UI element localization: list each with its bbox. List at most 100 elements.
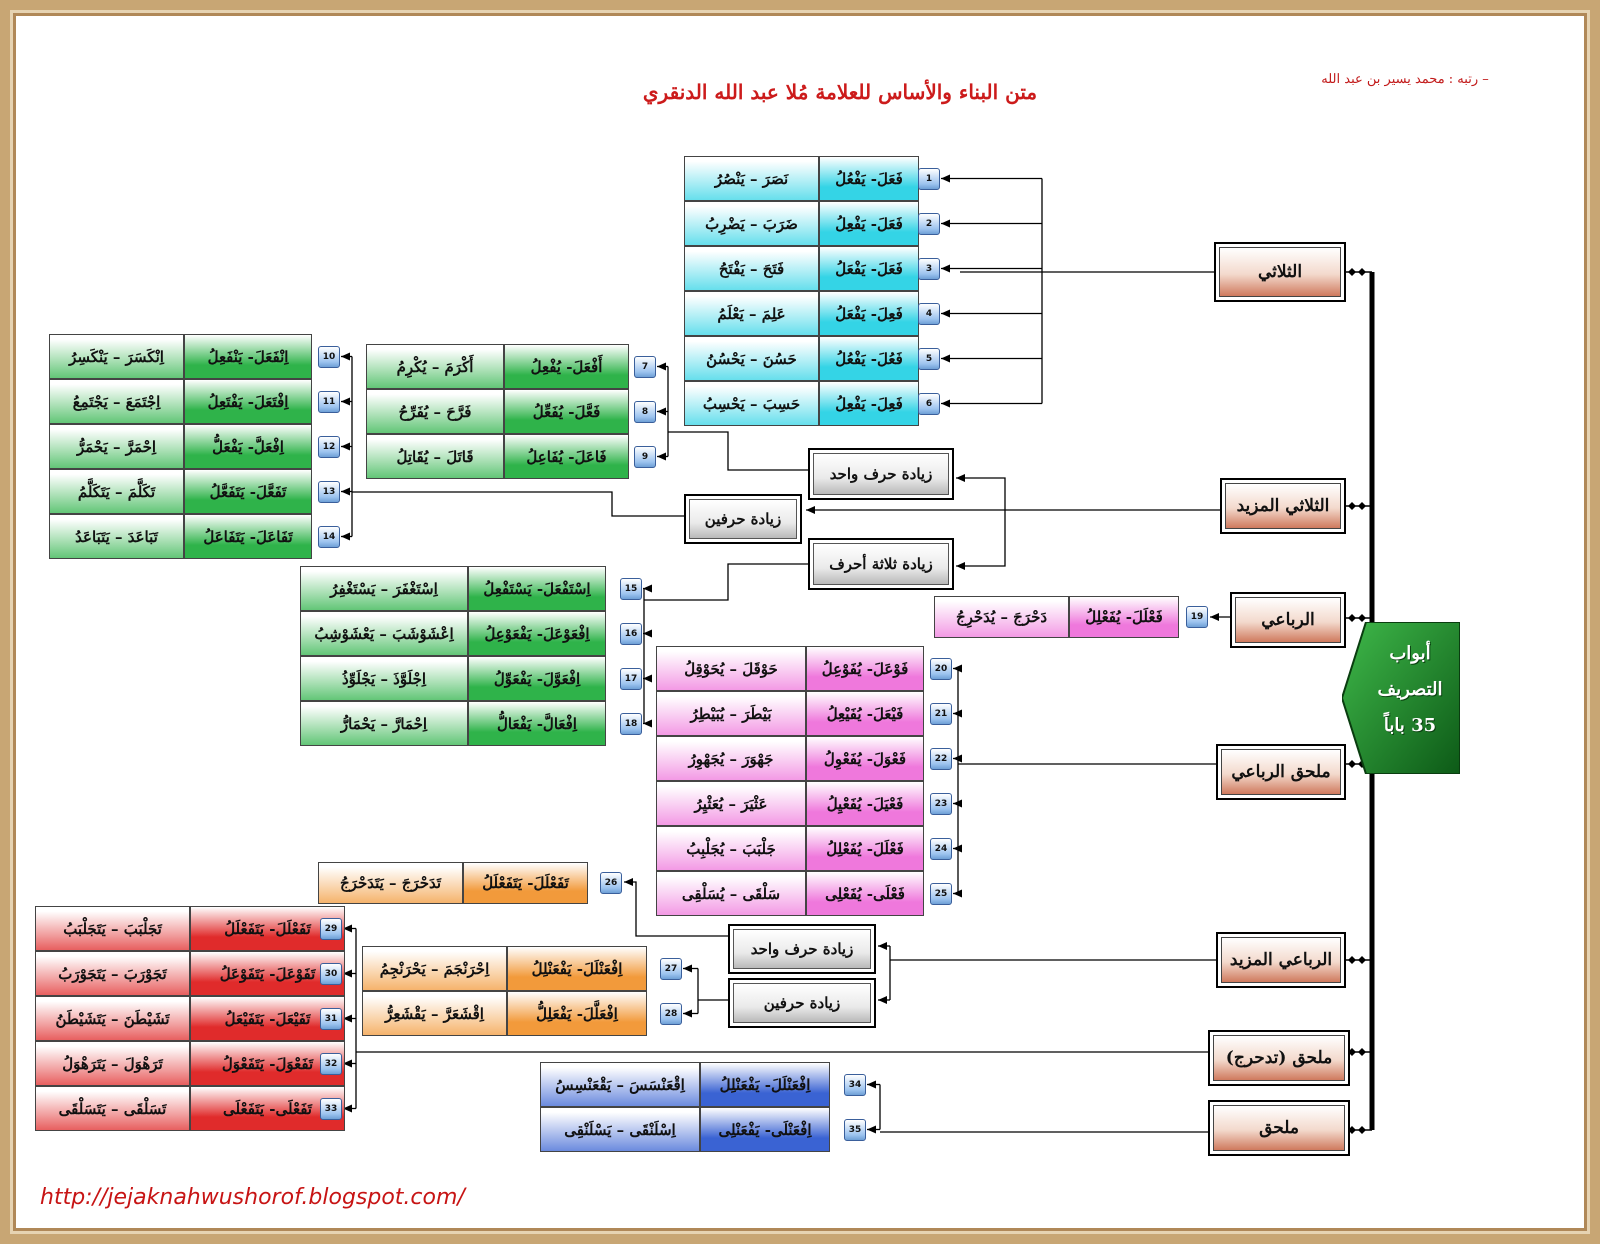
row-number-badge: 8 <box>634 400 656 423</box>
pattern-cell: تَفَعْلَلَ- يَتَفَعْلَلُ <box>190 906 345 951</box>
subcategory-three-letters[interactable]: زيادة ثلاثة أحرف <box>808 538 954 590</box>
example-cell: اِقْعَنْسَسَ – يَقْعَنْسِسُ <box>540 1062 700 1107</box>
row-number-badge: 3 <box>918 257 940 280</box>
example-cell: جَلْبَبَ – يُجَلْبِبُ <box>656 826 806 871</box>
pattern-cell: فَعَلَ- يَفْعُلُ <box>819 156 919 201</box>
category-rubai-mazid[interactable]: الرباعي المزيد <box>1216 932 1346 988</box>
row-number-badge: 25 <box>930 882 952 905</box>
pattern-cell: تَفَعْلَى- يَتَفَعْلَى <box>190 1086 345 1131</box>
pattern-cell: اِفْعَوَّلَ- يَفْعَوِّلُ <box>468 656 606 701</box>
pattern-cell: اِفْعَنْلَى- يَفْعَنْلِى <box>700 1107 830 1152</box>
example-cell: عَلِمَ – يَعْلَمُ <box>684 291 819 336</box>
example-cell: اِنْكَسَرَ – يَنْكَسِرُ <box>49 334 184 379</box>
row-number-badge: 31 <box>320 1007 342 1030</box>
pattern-cell: اِفْعَلَّ- يَفْعَلُّ <box>184 424 312 469</box>
category-thulathi[interactable]: الثلاثي <box>1214 242 1346 302</box>
row-number-badge: 30 <box>320 962 342 985</box>
main-box-line-2: التصريف <box>1377 679 1443 700</box>
subcategory-two-letters[interactable]: زيادة حرفين <box>684 494 802 544</box>
category-mulhaq-rubai[interactable]: ملحق الرباعي <box>1216 744 1346 800</box>
subcategory-one-letter[interactable]: زيادة حرف واحد <box>808 448 954 500</box>
blog-url[interactable]: http://jejaknahwushorof.blogspot.com/ <box>40 1185 465 1210</box>
row-number-badge: 35 <box>844 1118 866 1141</box>
row-number-badge: 28 <box>660 1002 682 1025</box>
pattern-cell: فَعْلَلَ- يُفَعْلِلُ <box>806 826 924 871</box>
example-cell: فَرَّحَ – يُفَرِّحُ <box>366 389 504 434</box>
row-number-badge: 6 <box>918 392 940 415</box>
example-cell: تَرَهْوَلَ – يَتَرَهْوَلُ <box>35 1041 190 1086</box>
pattern-cell: فَوْعَلَ- يُفَوْعِلُ <box>806 646 924 691</box>
subcategory-rubai-two-letters[interactable]: زيادة حرفين <box>728 978 876 1028</box>
example-cell: ضَرَبَ – يَضْرِبُ <box>684 201 819 246</box>
pattern-cell: اِفْتَعَلَ- يَفْتَعِلُ <box>184 379 312 424</box>
connector <box>624 878 728 937</box>
example-cell: اِسْتَغْفَرَ – يَسْتَغْفِرُ <box>300 566 468 611</box>
category-rubai[interactable]: الرباعي <box>1230 592 1346 648</box>
row-number-badge: 9 <box>634 445 656 468</box>
row-number-badge: 23 <box>930 792 952 815</box>
pattern-cell: تَفَعْوَلَ- يَتَفَعْوَلُ <box>190 1041 345 1086</box>
example-cell: تَدَحْرَجَ – يَتَدَحْرَجُ <box>318 862 463 904</box>
pattern-cell: فَعْيَلَ- يُفَعْيِلُ <box>806 781 924 826</box>
example-cell: اِجْتَمَعَ – يَجْتَمِعُ <box>49 379 184 424</box>
connector <box>668 431 808 471</box>
pattern-cell: اِفْعَالَّ- يَفْعَالُّ <box>468 701 606 746</box>
pattern-cell: فَعْلَلَ- يُفَعْلِلُ <box>1069 596 1179 638</box>
example-cell: تَبَاعَدَ – يَتَبَاعَدُ <box>49 514 184 559</box>
pattern-cell: أَفْعَلَ- يُفْعِلُ <box>504 344 629 389</box>
example-cell: دَحْرَجَ – يُدَحْرِجُ <box>934 596 1069 638</box>
pattern-cell: فَعِلَ- يَفْعَلُ <box>819 291 919 336</box>
pattern-cell: اِفْعَوْعَلَ- يَفْعَوْعِلُ <box>468 611 606 656</box>
row-number-badge: 26 <box>600 872 622 894</box>
example-cell: اِسْلَنْقَى – يَسْلَنْقِى <box>540 1107 700 1152</box>
pattern-cell: تَفَيْعَلَ- يَتَفَيْعَلُ <box>190 996 345 1041</box>
pattern-cell: فَعَّلَ- يُفَعِّلُ <box>504 389 629 434</box>
row-number-badge: 24 <box>930 837 952 860</box>
row-number-badge: 34 <box>844 1073 866 1096</box>
example-cell: أَكْرَمَ – يُكْرِمُ <box>366 344 504 389</box>
row-number-badge: 29 <box>320 917 342 940</box>
example-cell: حَوْقَلَ – يُحَوْقِلُ <box>656 646 806 691</box>
connector <box>352 491 684 517</box>
row-number-badge: 17 <box>620 667 642 690</box>
row-number-badge: 20 <box>930 657 952 680</box>
page-title: متن البناء والأساس للعلامة مُلا عبد الله… <box>642 80 1038 104</box>
example-cell: تَسَلْقَى – يَتَسَلْقَى <box>35 1086 190 1131</box>
example-cell: تَشَيْطَنَ – يَتَشَيْطَنُ <box>35 996 190 1041</box>
subcategory-rubai-one-letter[interactable]: زيادة حرف واحد <box>728 924 876 974</box>
pattern-cell: تَفَوْعَلَ- يَتَفَوْعَلُ <box>190 951 345 996</box>
example-cell: تَجَوْرَبَ – يَتَجَوْرَبُ <box>35 951 190 996</box>
example-cell: حَسُنَ – يَحْسُنُ <box>684 336 819 381</box>
connector <box>956 474 1006 510</box>
row-number-badge: 16 <box>620 622 642 645</box>
example-cell: سَلْقَى – يُسَلْقِى <box>656 871 806 916</box>
category-thulathi-mazid[interactable]: الثلاثي المزيد <box>1220 478 1346 534</box>
pattern-cell: اِنْفَعَلَ- يَنْفَعِلُ <box>184 334 312 379</box>
pattern-cell: اِفْعَنْلَلَ- يَفْعَنْلِلُ <box>700 1062 830 1107</box>
category-mulhaq[interactable]: ملحق <box>1208 1100 1350 1156</box>
example-cell: بَيْطَرَ – يُبَيْطِرُ <box>656 691 806 736</box>
row-number-badge: 4 <box>918 302 940 325</box>
pattern-cell: تَفَعَّلَ- يَتَفَعَّلُ <box>184 469 312 514</box>
category-mulhaq-tadahraj[interactable]: ملحق (تدحرج) <box>1208 1030 1350 1086</box>
row-number-badge: 22 <box>930 747 952 770</box>
pattern-cell: اِفْعَلَّلَ- يَفْعَلِلُّ <box>507 991 647 1036</box>
example-cell: فَتَحَ – يَفْتَحُ <box>684 246 819 291</box>
example-cell: تَكَلَّمَ – يَتَكَلَّمُ <box>49 469 184 514</box>
main-box-line-3: 35 باباً <box>1383 715 1437 736</box>
pattern-cell: فَعِلَ- يَفْعِلُ <box>819 381 919 426</box>
row-number-badge: 15 <box>620 577 642 600</box>
example-cell: اِعْشَوْشَبَ – يَعْشَوْشِبُ <box>300 611 468 656</box>
example-cell: نَصَرَ – يَنْصُرُ <box>684 156 819 201</box>
row-number-badge: 12 <box>318 435 340 458</box>
example-cell: اِحْمَرَّ – يَحْمَرُّ <box>49 424 184 469</box>
row-number-badge: 2 <box>918 212 940 235</box>
row-number-badge: 27 <box>660 957 682 980</box>
pattern-cell: فَعَلَ- يَفْعَلُ <box>819 246 919 291</box>
row-number-badge: 18 <box>620 712 642 735</box>
main-box: أبواب التصريف 35 باباً <box>1342 622 1460 774</box>
connector <box>644 563 808 601</box>
row-number-badge: 11 <box>318 390 340 413</box>
row-number-badge: 13 <box>318 480 340 503</box>
